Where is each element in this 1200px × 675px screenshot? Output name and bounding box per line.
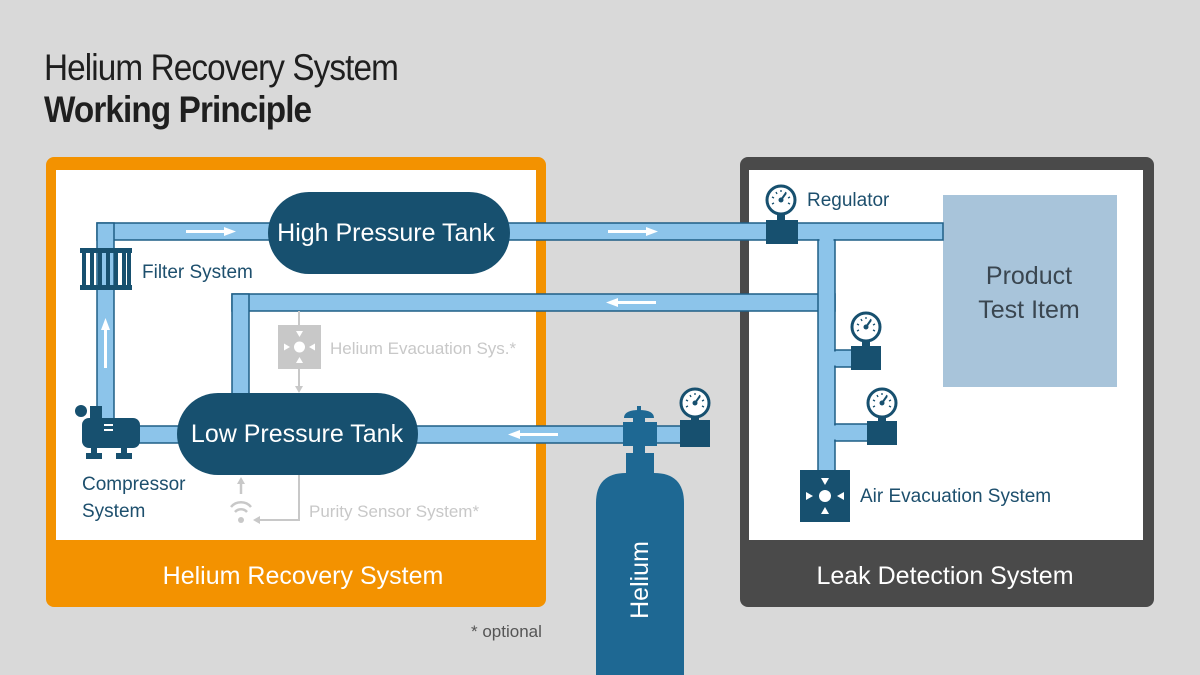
low-pressure-tank: Low Pressure Tank: [177, 393, 418, 475]
air-evacuation-label: Air Evacuation System: [860, 486, 1051, 507]
compressor-label-line2: System: [82, 501, 145, 522]
filter-icon: [80, 248, 132, 290]
arrow-left-icon: [606, 298, 656, 307]
high-pressure-tank: High Pressure Tank: [268, 192, 510, 274]
flow-arrows: [101, 227, 658, 439]
arrow-right-icon: [186, 227, 236, 236]
compressor-icon: [75, 405, 140, 459]
pressure-gauge-icon: [866, 387, 898, 445]
optional-footnote: * optional: [471, 622, 542, 641]
recovery-system-label: Helium Recovery System: [163, 562, 444, 590]
arrow-right-icon: [608, 227, 658, 236]
filter-system-label: Filter System: [142, 262, 253, 283]
svg-text:Product: Product: [986, 262, 1072, 290]
purity-sensor-label: Purity Sensor System*: [309, 502, 479, 521]
svg-text:Low Pressure Tank: Low Pressure Tank: [191, 420, 404, 448]
arrow-up-icon: [101, 318, 110, 368]
regulator-label: Regulator: [807, 190, 890, 211]
purity-sensor-icon: [230, 475, 300, 524]
page-subtitle: Working Principle: [44, 89, 312, 130]
cylinder-gauge-icon: [679, 387, 711, 447]
leak-detection-system-label: Leak Detection System: [816, 562, 1073, 590]
regulator-gauge-icon: [765, 184, 798, 244]
product-test-item: Product Test Item: [943, 195, 1117, 387]
helium-evacuation-label: Helium Evacuation Sys.*: [330, 339, 517, 358]
svg-text:Test Item: Test Item: [978, 296, 1079, 324]
svg-text:High Pressure Tank: High Pressure Tank: [277, 219, 495, 247]
pressure-gauge-icon: [850, 311, 882, 370]
air-evacuation-icon: [800, 470, 850, 522]
compressor-label-line1: Compressor: [82, 474, 186, 495]
helium-cylinder-label: Helium: [626, 541, 654, 619]
arrow-left-icon: [508, 430, 558, 439]
helium-cylinder: Helium: [596, 406, 684, 675]
page-title: Helium Recovery System: [44, 47, 399, 88]
helium-evacuation-icon: [278, 311, 321, 393]
